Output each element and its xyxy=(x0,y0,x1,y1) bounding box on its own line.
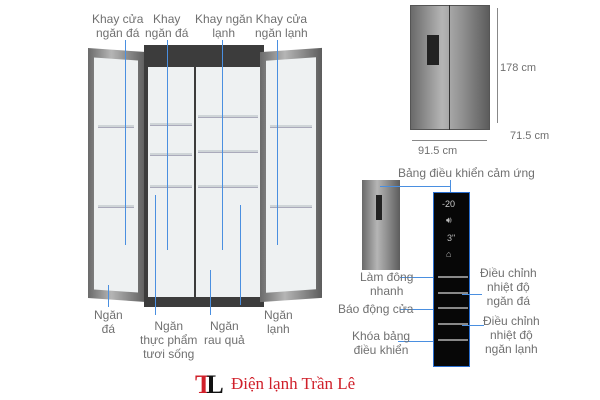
logo-mark: TL xyxy=(195,370,224,399)
open-fridge-image xyxy=(88,45,333,307)
small-fridge-image xyxy=(362,180,400,270)
label-freezer-temp: Điều chỉnh nhiệt độ ngăn đá xyxy=(480,266,537,308)
sound-icon: 🔊︎ xyxy=(446,215,452,225)
closed-fridge-image xyxy=(410,5,490,130)
label-fridge-tray: Khay ngăn lạnh xyxy=(195,12,253,40)
label-fresh-food: Ngăn thực phẩm tươi sống xyxy=(140,319,198,361)
lock-button[interactable] xyxy=(438,339,468,341)
door-alarm-button[interactable] xyxy=(438,307,468,309)
depth-dimension: 71.5 cm xyxy=(510,130,550,142)
freezer-temp-button[interactable] xyxy=(438,292,468,294)
label-fridge-temp: Điều chỉnh nhiệt độ ngăn lạnh xyxy=(483,314,540,356)
label-fast-freeze: Làm đông nhanh xyxy=(360,270,414,298)
ice-icon: ⌂ xyxy=(446,249,452,259)
label-lock: Khóa bảng điều khiển xyxy=(352,329,411,357)
touch-control-panel: -20 🔊︎ 3" ⌂ xyxy=(433,192,470,367)
brand-name: Điện lạnh Trần Lê xyxy=(231,374,356,393)
label-vegetable: Ngăn rau quả xyxy=(204,319,245,347)
control-panel-title: Bảng điều khiển cảm ứng xyxy=(398,166,535,180)
fast-freeze-button[interactable] xyxy=(438,276,468,278)
timer-icon: 3" xyxy=(447,233,456,243)
fridge-temp-button[interactable] xyxy=(438,323,468,325)
label-freezer: Ngăn đá xyxy=(94,308,123,336)
label-freezer-tray: Khay ngăn đá xyxy=(145,12,189,40)
label-freezer-door-tray: Khay cửa ngăn đá xyxy=(92,12,144,40)
label-door-alarm: Báo động cửa xyxy=(338,302,414,316)
temperature-display: -20 xyxy=(442,199,456,209)
width-dimension: 91.5 cm xyxy=(418,145,458,157)
height-dimension: 178 cm xyxy=(500,62,537,74)
fridge-compartment xyxy=(196,67,260,297)
brand-logo: TL Điện lạnh Trần Lê xyxy=(195,370,395,399)
label-fridge-door-tray: Khay cửa ngăn lạnh xyxy=(255,12,308,40)
label-fridge: Ngăn lạnh xyxy=(264,308,293,336)
